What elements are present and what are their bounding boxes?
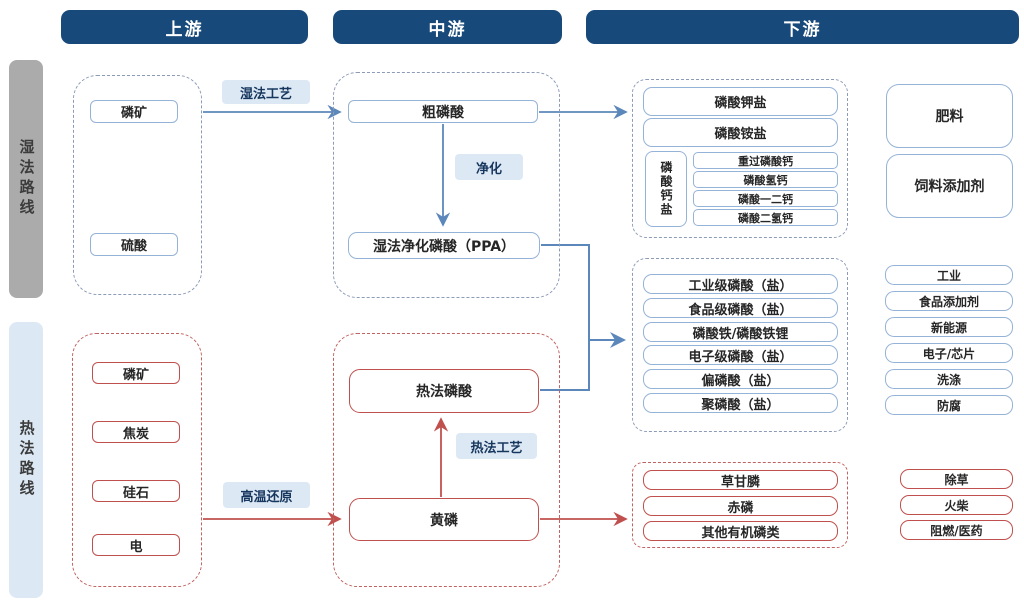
header-downstream: 下游: [586, 10, 1019, 44]
node-label: 食品添加剂: [918, 294, 979, 309]
node-polyphosphoric-acid: 聚磷酸（盐）: [643, 393, 838, 413]
node-silica: 硅石: [92, 480, 180, 502]
route-thermal-label: 热法路线: [17, 420, 36, 500]
header-midstream: 中游: [333, 10, 562, 44]
node-other-organophosphorus: 其他有机磷类: [643, 521, 838, 541]
label-thermal-process: 热法工艺: [456, 433, 537, 459]
header-downstream-label: 下游: [783, 19, 822, 40]
header-upstream: 上游: [61, 10, 308, 44]
node-label: 火柴: [944, 498, 969, 513]
node-label: 重过磷酸钙: [738, 154, 793, 168]
label-text: 净化: [475, 161, 502, 177]
node-label: 硅石: [122, 485, 149, 501]
node-use-electronics-chip: 电子/芯片: [885, 343, 1013, 363]
node-potassium-phosphate: 磷酸钾盐: [643, 87, 838, 116]
node-label: 磷酸铵盐: [714, 127, 767, 142]
node-use-flame-retardant-medicine: 阻燃/医药: [900, 520, 1013, 540]
node-label: 磷矿: [122, 367, 149, 383]
header-upstream-label: 上游: [165, 19, 204, 40]
node-yellow-phosphorus: 黄磷: [349, 498, 539, 541]
group-wet-midstream: [333, 72, 560, 298]
node-label: 电子/芯片: [922, 346, 976, 361]
node-label: 磷酸钙盐: [659, 161, 673, 217]
route-bar-thermal: 热法路线: [9, 322, 43, 598]
node-coke: 焦炭: [92, 421, 180, 443]
node-label: 磷酸二氢钙: [738, 211, 793, 225]
node-label: 磷酸钾盐: [714, 96, 767, 111]
node-label: 饲料添加剂: [914, 179, 985, 195]
node-label: 其他有机磷类: [701, 525, 780, 541]
node-label: 工业级磷酸（盐）: [688, 278, 793, 294]
node-label: 湿法净化磷酸（PPA）: [372, 238, 516, 255]
node-label: 焦炭: [122, 426, 149, 442]
node-use-industry: 工业: [885, 265, 1013, 285]
node-use-herbicide: 除草: [900, 469, 1013, 489]
label-text: 湿法工艺: [239, 86, 292, 102]
node-iron-phosphate: 磷酸铁/磷酸铁锂: [643, 322, 838, 342]
node-ppa: 湿法净化磷酸（PPA）: [348, 232, 540, 259]
group-thermal-midstream: [333, 333, 560, 587]
node-label: 磷酸氢钙: [743, 173, 788, 187]
node-use-washing: 洗涤: [885, 369, 1013, 389]
node-label: 除草: [944, 472, 969, 487]
node-label: 肥料: [935, 109, 964, 125]
route-bar-wet: 湿法路线: [9, 60, 43, 298]
node-label: 阻燃/医药: [930, 523, 983, 538]
node-label: 防腐: [936, 398, 961, 413]
label-wet-process: 湿法工艺: [222, 80, 310, 104]
node-label: 偏磷酸（盐）: [701, 373, 780, 389]
node-mono-dicalcium-phosphate: 磷酸一二钙: [693, 190, 838, 207]
node-triple-superphosphate: 重过磷酸钙: [693, 152, 838, 169]
node-label: 洗涤: [936, 372, 961, 387]
node-metaphosphoric-acid: 偏磷酸（盐）: [643, 369, 838, 389]
node-label: 食品级磷酸（盐）: [688, 302, 793, 318]
node-crude-phosphoric-acid: 粗磷酸: [348, 100, 538, 123]
node-label: 聚磷酸（盐）: [701, 397, 780, 413]
label-text: 热法工艺: [470, 440, 523, 456]
node-use-food-additive: 食品添加剂: [885, 291, 1013, 311]
node-dicalcium-phosphate: 磷酸氢钙: [693, 171, 838, 188]
node-use-anticorrosion: 防腐: [885, 395, 1013, 415]
group-organic-products: [632, 462, 848, 548]
node-glyphosate: 草甘膦: [643, 470, 838, 490]
node-label: 草甘膦: [720, 474, 760, 490]
node-label: 赤磷: [727, 500, 754, 516]
node-ammonium-phosphate: 磷酸铵盐: [643, 118, 838, 147]
node-label: 新能源: [930, 320, 967, 335]
route-wet-label: 湿法路线: [17, 139, 36, 219]
group-wet-inputs: [73, 75, 202, 295]
node-electronic-grade-acid: 电子级磷酸（盐）: [643, 345, 838, 365]
node-label: 磷酸一二钙: [738, 192, 793, 206]
node-phosphate-ore-thermal: 磷矿: [92, 362, 180, 384]
node-label: 热法磷酸: [416, 384, 472, 400]
node-electricity: 电: [92, 534, 180, 556]
node-label: 粗磷酸: [422, 104, 464, 121]
node-thermal-phosphoric-acid: 热法磷酸: [349, 369, 539, 413]
node-label: 电子级磷酸（盐）: [688, 349, 793, 365]
node-use-fertilizer: 肥料: [886, 84, 1013, 148]
label-high-temp-reduction: 高温还原: [223, 482, 310, 508]
node-use-feed-additive: 饲料添加剂: [886, 154, 1013, 218]
header-midstream-label: 中游: [428, 19, 467, 40]
node-label: 磷矿: [120, 106, 147, 121]
node-label: 电: [129, 539, 143, 555]
group-phosphate-salts: [632, 79, 848, 238]
node-red-phosphorus: 赤磷: [643, 496, 838, 516]
node-use-matches: 火柴: [900, 495, 1013, 515]
label-text: 高温还原: [240, 489, 293, 505]
node-industrial-acid: 工业级磷酸（盐）: [643, 274, 838, 294]
group-thermal-inputs: [72, 333, 202, 587]
node-food-grade-acid: 食品级磷酸（盐）: [643, 298, 838, 318]
node-label: 工业: [936, 268, 961, 283]
node-label: 磷酸铁/磷酸铁锂: [692, 326, 789, 342]
group-acid-products: [632, 258, 848, 432]
label-purification: 净化: [455, 154, 523, 180]
node-use-new-energy: 新能源: [885, 317, 1013, 337]
node-label: 黄磷: [430, 512, 458, 529]
node-sulfuric-acid: 硫酸: [90, 233, 178, 256]
node-phosphate-ore-wet: 磷矿: [90, 100, 178, 123]
node-label: 硫酸: [120, 239, 147, 254]
node-monocalcium-phosphate: 磷酸二氢钙: [693, 209, 838, 226]
node-calcium-phosphate-group-label: 磷酸钙盐: [645, 151, 687, 227]
